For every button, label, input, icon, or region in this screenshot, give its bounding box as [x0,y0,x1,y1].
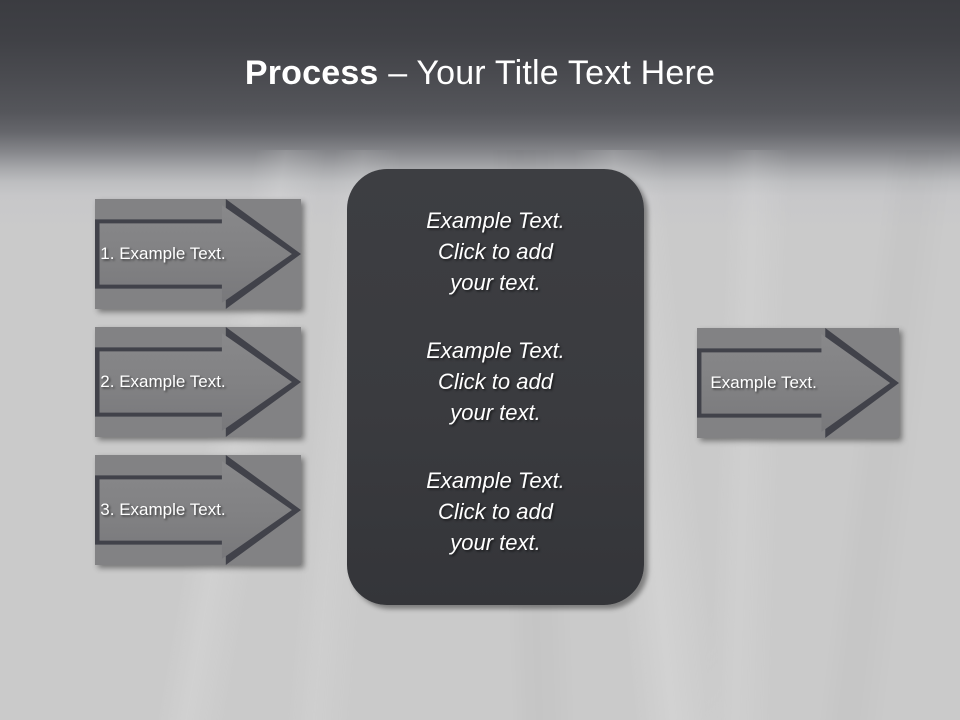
panel-text-block-1-line-3: your text. [450,270,541,295]
panel-text-block-1[interactable]: Example Text. Click to add your text. [347,205,644,298]
panel-text-block-3[interactable]: Example Text. Click to add your text. [347,465,644,558]
input-arrow-3[interactable]: 3. Example Text. [95,455,301,565]
page-title: Process – Your Title Text Here [0,52,960,94]
input-arrow-2-label: 2. Example Text. [100,372,226,391]
panel-text-block-3-line-3: your text. [450,530,541,555]
panel-text-block-2[interactable]: Example Text. Click to add your text. [347,335,644,428]
input-arrow-1[interactable]: 1. Example Text. [95,199,301,309]
output-arrow-label: Example Text. [710,373,817,392]
input-arrow-1-label: 1. Example Text. [100,244,226,263]
panel-text-block-3-line-1: Example Text. [426,468,565,493]
page-title-rest: – Your Title Text Here [378,54,716,92]
output-arrow[interactable]: Example Text. [697,328,899,438]
panel-text-block-2-line-3: your text. [450,400,541,425]
panel-text-block-1-line-1: Example Text. [426,208,565,233]
input-arrow-2[interactable]: 2. Example Text. [95,327,301,437]
panel-text-block-2-line-1: Example Text. [426,338,565,363]
panel-text-block-2-line-2: Click to add [438,369,553,394]
page-title-emphasis: Process [244,54,379,92]
center-process-panel[interactable]: Example Text. Click to add your text. Ex… [347,169,644,605]
panel-text-block-1-line-2: Click to add [438,239,553,264]
input-arrow-3-label: 3. Example Text. [100,500,226,519]
panel-text-block-3-line-2: Click to add [438,499,553,524]
